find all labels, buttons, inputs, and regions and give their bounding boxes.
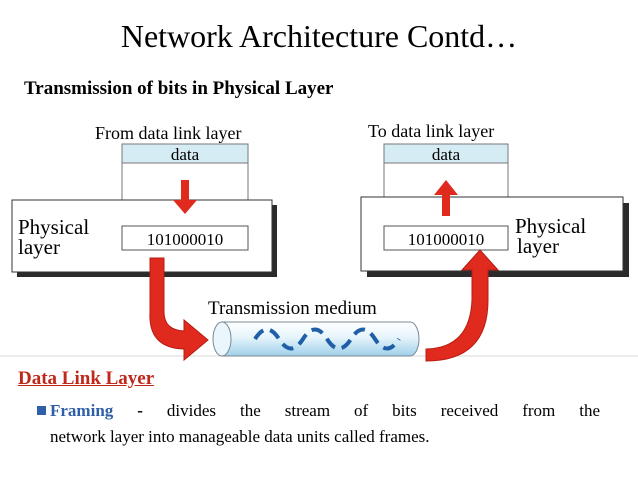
from-medium-arrow-icon bbox=[425, 249, 500, 362]
right-layer-label-line2: layer bbox=[517, 234, 559, 258]
left-layer-label-line1: Physical bbox=[18, 215, 89, 239]
medium-tube-end bbox=[212, 321, 232, 357]
down-arrow-icon bbox=[173, 180, 197, 214]
bullet-line-2: network layer into manageable data units… bbox=[50, 424, 600, 450]
left-layer-label-line2: layer bbox=[18, 235, 60, 259]
left-data-label: data bbox=[171, 145, 200, 164]
bullet-dash: - bbox=[137, 401, 143, 420]
medium-tube bbox=[221, 321, 420, 357]
left-data-box bbox=[121, 143, 249, 164]
left-bits-box bbox=[121, 225, 249, 251]
right-data-label: data bbox=[432, 145, 461, 164]
signal-wave-icon bbox=[253, 327, 401, 351]
bullet-text-line2: network layer into manageable data units… bbox=[50, 427, 430, 446]
physical-layer-diagram: From data link layer data Physical layer… bbox=[0, 121, 638, 362]
slide-title: Network Architecture Contd… bbox=[120, 18, 518, 54]
bullet-text-line1: divides the stream of bits received from… bbox=[166, 401, 601, 420]
left-header-text: From data link layer bbox=[95, 123, 241, 143]
right-layer-label-line1: Physical bbox=[515, 214, 586, 238]
bullet-line-1: Framing - divides the stream of bits rec… bbox=[50, 398, 600, 424]
right-bits-text: 101000010 bbox=[408, 230, 485, 249]
square-bullet-icon bbox=[37, 406, 46, 415]
section-heading: Data Link Layer bbox=[18, 368, 155, 389]
to-medium-arrow-icon bbox=[149, 257, 209, 362]
right-header-text: To data link layer bbox=[368, 121, 494, 141]
bullet-item-framing: Framing - divides the stream of bits rec… bbox=[37, 398, 600, 450]
medium-label: Transmission medium bbox=[208, 298, 377, 319]
right-bits-box bbox=[383, 225, 509, 251]
left-bits-text: 101000010 bbox=[147, 230, 224, 249]
right-data-box bbox=[383, 143, 509, 164]
slide-subtitle: Transmission of bits in Physical Layer bbox=[24, 78, 334, 99]
up-arrow-icon bbox=[434, 180, 458, 216]
bullet-term: Framing bbox=[50, 401, 114, 420]
